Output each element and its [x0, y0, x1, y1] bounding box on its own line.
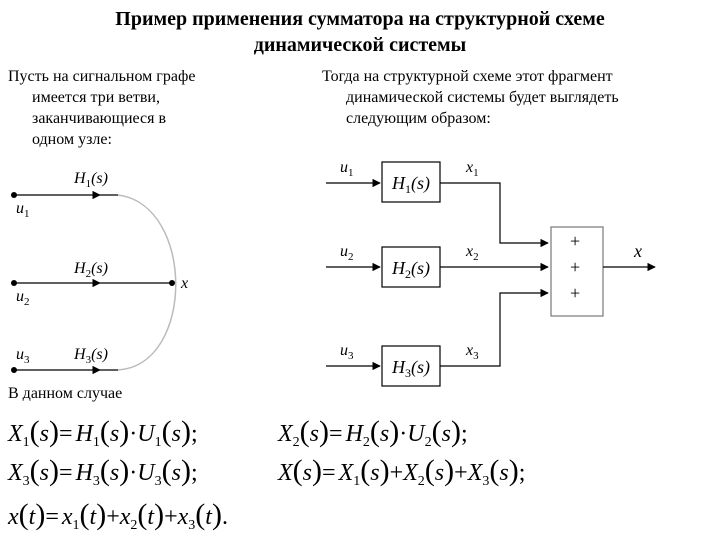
left-description: Пусть на сигнальном графе имеется три ве… — [8, 66, 258, 150]
sum-sign-2: + — [570, 257, 580, 277]
graph-label-u2: u2 — [16, 288, 30, 308]
block-1: H1(s) u1 x1 — [326, 159, 549, 248]
right-line-1: Тогда на структурной схеме этот фрагмент — [322, 68, 613, 85]
right-description: Тогда на структурной схеме этот фрагмент… — [322, 66, 712, 129]
block-in-u3: u3 — [340, 342, 354, 362]
wire-x3 — [440, 288, 549, 367]
block-out-x3: x3 — [465, 342, 479, 362]
left-line-4: одном узле: — [32, 131, 112, 148]
block-3: H3(s) u3 x3 — [326, 288, 549, 387]
summator-box — [550, 226, 604, 317]
graph-label-h3: H3(s) — [73, 346, 108, 366]
eq3-text: X3(s)=H3(s)·U3(s); — [7, 454, 198, 489]
eq4-text: X(s)=X1(s)+X2(s)+X3(s); — [277, 454, 525, 489]
eq-3: X3(s)=H3(s)·U3(s); — [7, 454, 198, 489]
block-h3-label: H3(s) — [391, 357, 430, 380]
graph-label-h1: H1(s) — [73, 170, 108, 190]
graph-label-x: x — [180, 275, 188, 292]
right-line-2: динамической системы будет выглядеть — [346, 89, 619, 106]
eq1-text: X1(s)=H1(s)·U1(s); — [7, 415, 198, 450]
right-line-3: следующим образом: — [346, 110, 491, 127]
graph-edges — [14, 190, 177, 375]
block-output-x: x — [633, 241, 642, 261]
graph-label-u3: u3 — [16, 346, 30, 366]
wire-x1 — [440, 182, 549, 248]
eq2-text: X2(s)=H2(s)·U2(s); — [277, 415, 468, 450]
block-in-u1: u1 — [340, 159, 354, 179]
graph-node-u1 — [11, 192, 17, 198]
block-h3 — [381, 345, 441, 387]
slide-title: Пример применения сумматора на структурн… — [0, 6, 720, 58]
block-out-x1: x1 — [465, 159, 479, 179]
block-2: H2(s) u2 x2 — [326, 243, 549, 288]
eq-4: X(s)=X1(s)+X2(s)+X3(s); — [277, 454, 525, 489]
case-label: В данном случае — [8, 385, 123, 402]
left-line-1: Пусть на сигнальном графе — [8, 68, 196, 85]
graph-label-u1: u1 — [16, 200, 30, 220]
graph-node-u2 — [11, 280, 17, 286]
eq-2: X2(s)=H2(s)·U2(s); — [277, 415, 468, 450]
title-line-1: Пример применения сумматора на структурн… — [115, 8, 605, 30]
sum-sign-3: + — [570, 283, 580, 303]
eq5-text: x(t)=x1(t)+x2(t)+x3(t). — [7, 498, 228, 533]
sum-sign-1: + — [570, 231, 580, 251]
graph-curve — [117, 194, 177, 371]
summator: + + + — [550, 226, 604, 317]
eq-5: x(t)=x1(t)+x2(t)+x3(t). — [7, 498, 228, 533]
left-line-3: заканчивающиеся в — [32, 110, 167, 127]
eq-1: X1(s)=H1(s)·U1(s); — [7, 415, 198, 450]
block-h1-label: H1(s) — [391, 173, 430, 196]
block-out-x2: x2 — [465, 243, 479, 263]
left-line-2: имеется три ветви, — [32, 89, 160, 106]
graph-node-x — [169, 280, 175, 286]
block-h1 — [381, 161, 441, 203]
block-in-u2: u2 — [340, 243, 354, 263]
graph-node-u3 — [11, 367, 17, 373]
block-h2 — [381, 246, 441, 288]
block-h2-label: H2(s) — [391, 258, 430, 281]
title-line-2: динамической системы — [253, 34, 467, 56]
graph-label-h2: H2(s) — [73, 260, 108, 280]
